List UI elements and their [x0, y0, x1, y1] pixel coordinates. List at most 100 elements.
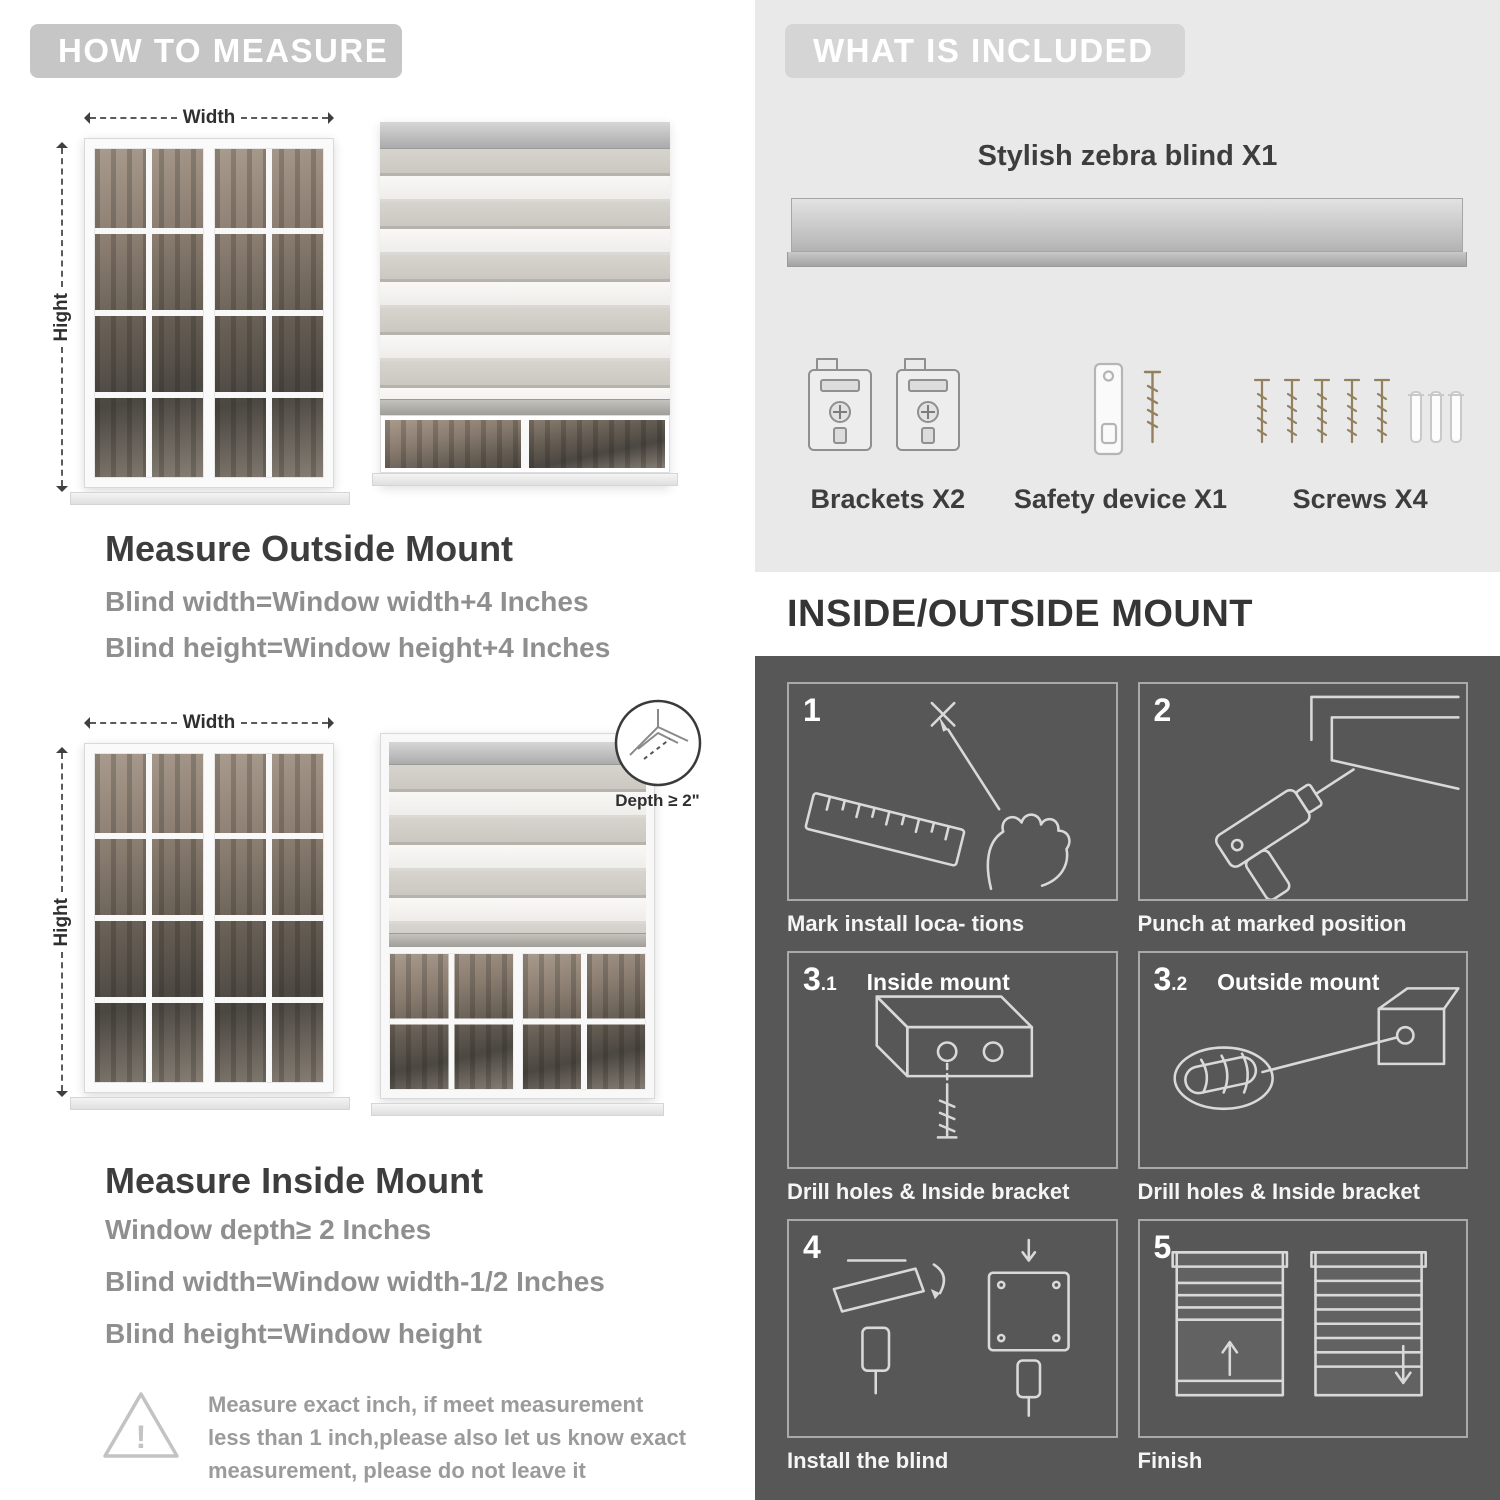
inside-height-formula: Blind height=Window height [105, 1318, 482, 1349]
window-measure-figure-inside: Width Hight [50, 712, 350, 1125]
width-arrow: Width [84, 107, 334, 128]
window-sill [70, 1097, 350, 1110]
window-photo [84, 743, 334, 1093]
step-number: 1 [803, 692, 821, 728]
arrow-down-icon [56, 1091, 68, 1098]
arrow-up-icon [56, 747, 68, 753]
step-number: 3 [1153, 960, 1172, 997]
step-caption: Install the blind [787, 1448, 949, 1473]
window-panes-left [94, 148, 204, 478]
brackets-photo [775, 350, 1001, 468]
width-arrow: Width [84, 712, 334, 733]
outside-mount-figure: Width Hight [50, 100, 710, 530]
inside-mount-title: Measure Inside Mount [105, 1160, 484, 1201]
drill-illustration [1214, 695, 1460, 899]
mark-locations-illustration [804, 701, 1071, 891]
arrow-down-icon [56, 486, 68, 493]
arrow-up-icon [56, 142, 68, 148]
included-part-labels: Brackets X2 Safety device X1 Screws X4 [775, 484, 1480, 515]
safety-device-label: Safety device X1 [1013, 484, 1227, 514]
zebra-blind-count-label: Stylish zebra blind X1 [977, 140, 1278, 172]
brackets-icon [807, 358, 960, 451]
window-panes-right [214, 753, 324, 1083]
step-caption: Drill holes & Inside bracket [787, 1179, 1070, 1205]
window-sill [70, 492, 350, 505]
how-to-measure-banner: HOW TO MEASURE [30, 24, 402, 78]
inside-mount-tag: Inside mount [866, 968, 1010, 995]
zebra-blind-inside-photo [371, 733, 664, 1117]
brackets-label: Brackets X2 [810, 484, 966, 514]
step-1: 1 [787, 682, 1118, 937]
window-panes-right [214, 148, 324, 478]
outside-width-formula: Blind width=Window width+4 Inches [105, 586, 589, 617]
step-3-2: 3.2 Outside mount [1137, 950, 1468, 1206]
width-label: Width [182, 107, 236, 128]
measure-warning: ! Measure exact inch, if meet measuremen… [100, 1388, 700, 1487]
depth-detail: Depth ≥ 2" [590, 697, 725, 811]
window-panes-left [94, 753, 204, 1083]
mount-steps-panel: 1 [755, 656, 1500, 1500]
window-photo [84, 138, 334, 488]
finish-blinds-illustration [1170, 1251, 1427, 1397]
arrow-left-icon [84, 717, 90, 729]
zebra-blind-headrail-photo [787, 198, 1467, 267]
safety-device-icon [1094, 362, 1162, 456]
blind-bottom-rail [380, 399, 670, 415]
warning-text: Measure exact inch, if meet measurement … [208, 1392, 687, 1483]
screws-photo [1240, 368, 1480, 468]
zebra-blind-outside-photo [372, 122, 678, 486]
what-is-included-banner: WHAT IS INCLUDED [785, 24, 1185, 78]
step-number: 4 [803, 1229, 821, 1266]
included-parts-row [775, 316, 1480, 468]
window-frame [380, 733, 655, 1099]
step-3-1: 3.1 Inside mount [787, 950, 1118, 1206]
outside-height-formula: Blind height=Window height+4 Inches [105, 632, 611, 663]
height-label: Hight [51, 897, 72, 947]
what-is-included-banner-label: WHAT IS INCLUDED [813, 32, 1154, 69]
window-sill [371, 1103, 664, 1116]
step-number: 5 [1153, 1229, 1172, 1266]
step-4: 4 [787, 1219, 1118, 1474]
height-label: Hight [51, 292, 72, 342]
depth-circle-icon [614, 699, 701, 787]
window-measure-figure-outside: Width Hight [50, 107, 350, 520]
mount-steps-grid: 1 [787, 682, 1468, 1474]
zebra-stripes [380, 149, 670, 399]
blind-bottom-rail [389, 933, 646, 947]
how-to-measure-section: HOW TO MEASURE Width Hight [30, 24, 730, 1487]
width-label: Width [182, 712, 236, 733]
step-caption: Finish [1137, 1448, 1203, 1473]
outside-bracket-illustration [1172, 986, 1460, 1110]
height-arrow: Hight [51, 142, 72, 493]
window-lower-panes [389, 947, 646, 1090]
step-number: 3 [803, 960, 821, 997]
inside-bracket-illustration [875, 994, 1034, 1139]
blind-cassette [389, 742, 646, 765]
step-2: 2 [1137, 682, 1468, 937]
right-column: WHAT IS INCLUDED Stylish zebra blind X1 [755, 0, 1500, 1500]
inside-outside-mount-title: INSIDE/OUTSIDE MOUNT [755, 572, 1500, 656]
depth-label: Depth ≥ 2" [615, 791, 700, 810]
step-caption: Drill holes & Inside bracket [1137, 1179, 1420, 1205]
arrow-right-icon [328, 717, 334, 729]
step-caption: Punch at marked position [1137, 910, 1407, 936]
inside-width-formula: Blind width=Window width-1/2 Inches [105, 1266, 605, 1297]
window-strip [380, 415, 670, 473]
step-caption: Mark install loca- tions [787, 910, 1025, 936]
warning-exclamation: ! [136, 1419, 147, 1455]
install-blind-illustration [832, 1239, 1070, 1418]
height-arrow: Hight [51, 747, 72, 1098]
step-number: 2 [1153, 692, 1172, 728]
inside-mount-figure: Width Hight [50, 695, 730, 1155]
step-5: 5 [1137, 1219, 1468, 1474]
screws-icon [1253, 378, 1465, 444]
inside-depth-formula: Window depth≥ 2 Inches [105, 1214, 432, 1245]
arrow-right-icon [328, 112, 334, 124]
screws-label: Screws X4 [1292, 484, 1428, 514]
outside-mount-title: Measure Outside Mount [105, 528, 514, 569]
blind-cassette [380, 122, 670, 149]
safety-device-photo [1001, 356, 1241, 468]
what-is-included-section: WHAT IS INCLUDED Stylish zebra blind X1 [755, 0, 1500, 572]
outside-mount-tag: Outside mount [1217, 968, 1380, 995]
